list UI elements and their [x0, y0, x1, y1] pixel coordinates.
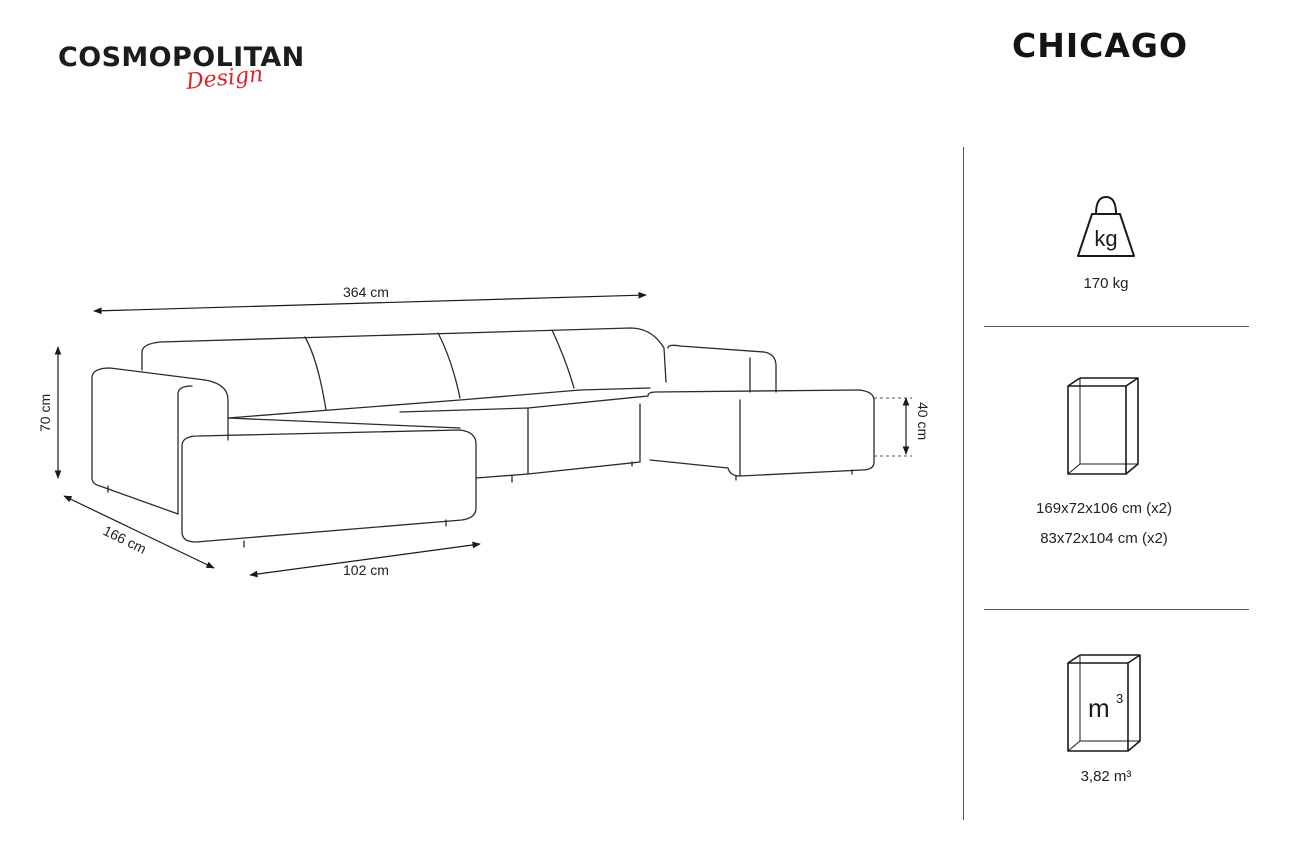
- sofa-right-chaise: [647, 389, 875, 477]
- spec-separator-2: [984, 609, 1249, 610]
- dim-arrow-depth: [63, 495, 215, 569]
- sofa-left-chaise: [181, 429, 477, 543]
- spec-separator-1: [984, 326, 1249, 327]
- volume-icon-label: m: [1088, 693, 1110, 723]
- panel-divider: [963, 147, 964, 820]
- weight-value: 170 kg: [1083, 275, 1129, 292]
- dim-chaise-label: 102 cm: [343, 562, 389, 578]
- sofa-backrest: [141, 327, 667, 383]
- package-dims-2: 83x72x104 cm (x2): [1040, 530, 1168, 547]
- product-title: CHICAGO: [1012, 26, 1189, 65]
- dim-seat-label: 40 cm: [915, 402, 931, 440]
- package-dims-1: 169x72x106 cm (x2): [1036, 500, 1172, 517]
- dim-depth-label: 166 cm: [101, 522, 149, 557]
- dim-height-label: 70 cm: [37, 394, 53, 432]
- package-box-icon: [1067, 377, 1139, 475]
- sofa-left-arm: [91, 367, 229, 441]
- dim-arrow-length: [93, 291, 647, 315]
- weight-icon: kg: [1077, 195, 1135, 257]
- volume-value: 3,82 m³: [1080, 768, 1132, 785]
- sofa-right-arm: [667, 344, 777, 393]
- sofa-drawing: 364 cm 70 cm 166 cm 102 cm 40 cm: [37, 284, 931, 578]
- dim-arrow-chaise: [249, 541, 481, 578]
- volume-box-icon: m 3: [1067, 654, 1141, 752]
- brand-logo: COSMOPOLITAN: [58, 42, 305, 73]
- weight-icon-label: kg: [1094, 226, 1117, 251]
- volume-icon-sup: 3: [1116, 691, 1123, 706]
- dim-length-label: 364 cm: [343, 284, 389, 300]
